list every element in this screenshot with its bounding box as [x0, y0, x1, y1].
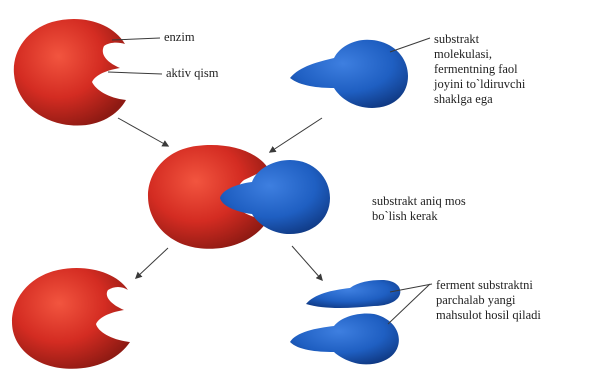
product-shape-2	[290, 314, 399, 365]
substrate-description: substrakt molekulasi, fermentning faol j…	[434, 32, 525, 107]
substrate-description-line: molekulasi,	[434, 47, 525, 62]
arrow-complex-to-enzyme	[136, 248, 168, 278]
enzyme-shape-bottom	[12, 268, 130, 369]
arrow-enzyme-to-complex	[118, 118, 168, 146]
fit-description: substrakt aniq mos bo`lish kerak	[372, 194, 466, 224]
active-site-label: aktiv qism	[166, 66, 218, 81]
products-description-line: ferment substraktni	[436, 278, 541, 293]
products-description-line: mahsulot hosil qiladi	[436, 308, 541, 323]
products-description: ferment substraktni parchalab yangi mahs…	[436, 278, 541, 323]
substrate-description-line: fermentning faol	[434, 62, 525, 77]
fit-description-line: substrakt aniq mos	[372, 194, 466, 209]
product-shape-1	[306, 280, 400, 308]
fit-description-line: bo`lish kerak	[372, 209, 466, 224]
active-site-pointer-line	[108, 72, 162, 74]
substrate-description-line: joyini to`ldiruvchi	[434, 77, 525, 92]
products-description-line: parchalab yangi	[436, 293, 541, 308]
enzyme-label-text: enzim	[164, 30, 195, 45]
substrate-pointer-line	[390, 38, 430, 52]
substrate-description-line: substrakt	[434, 32, 525, 47]
active-site-label-text: aktiv qism	[166, 66, 218, 81]
arrow-complex-to-products	[292, 246, 322, 280]
substrate-shape-top	[290, 40, 408, 108]
enzyme-label: enzim	[164, 30, 195, 45]
substrate-description-line: shaklga ega	[434, 92, 525, 107]
arrow-substrate-to-complex	[270, 118, 322, 152]
